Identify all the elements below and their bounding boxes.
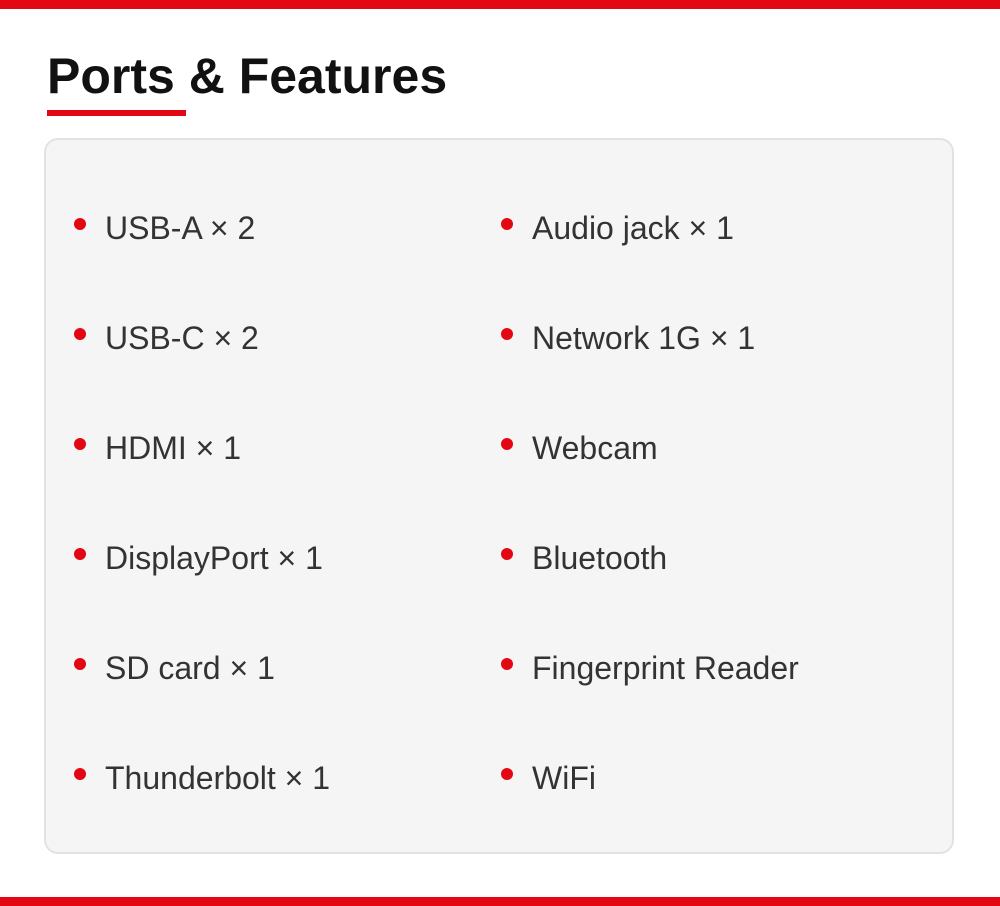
feature-item: USB-C × 2 — [74, 313, 259, 363]
feature-label: Webcam — [532, 430, 658, 466]
bullet-icon — [501, 438, 513, 450]
bullet-icon — [74, 218, 86, 230]
feature-item: WiFi — [501, 753, 596, 803]
bullet-icon — [74, 548, 86, 560]
top-accent-bar — [0, 0, 1000, 9]
bullet-icon — [501, 548, 513, 560]
bullet-icon — [501, 218, 513, 230]
feature-item: DisplayPort × 1 — [74, 533, 323, 583]
title-underline — [47, 110, 186, 116]
feature-label: SD card × 1 — [105, 650, 275, 686]
feature-label: USB-C × 2 — [105, 320, 259, 356]
feature-item: HDMI × 1 — [74, 423, 241, 473]
feature-label: Audio jack × 1 — [532, 210, 734, 246]
feature-label: Network 1G × 1 — [532, 320, 756, 356]
bullet-icon — [74, 328, 86, 340]
feature-item: USB-A × 2 — [74, 203, 255, 253]
bullet-icon — [501, 768, 513, 780]
bullet-icon — [74, 658, 86, 670]
feature-item: Network 1G × 1 — [501, 313, 755, 363]
feature-label: HDMI × 1 — [105, 430, 242, 466]
feature-item: Webcam — [501, 423, 658, 473]
feature-item: SD card × 1 — [74, 643, 275, 693]
page-title: Ports & Features — [47, 48, 448, 104]
feature-label: DisplayPort × 1 — [105, 540, 323, 576]
bullet-icon — [74, 768, 86, 780]
feature-item: Audio jack × 1 — [501, 203, 734, 253]
feature-label: USB-A × 2 — [105, 210, 256, 246]
feature-item: Fingerprint Reader — [501, 643, 799, 693]
feature-label: Fingerprint Reader — [532, 650, 799, 686]
bullet-icon — [501, 328, 513, 340]
features-card: USB-A × 2 USB-C × 2 HDMI × 1 DisplayPort… — [44, 138, 954, 854]
feature-item: Thunderbolt × 1 — [74, 753, 330, 803]
bullet-icon — [501, 658, 513, 670]
feature-label: Bluetooth — [532, 540, 668, 576]
bullet-icon — [74, 438, 86, 450]
feature-item: Bluetooth — [501, 533, 667, 583]
feature-label: WiFi — [532, 760, 596, 796]
bottom-accent-bar — [0, 897, 1000, 906]
feature-label: Thunderbolt × 1 — [105, 760, 331, 796]
